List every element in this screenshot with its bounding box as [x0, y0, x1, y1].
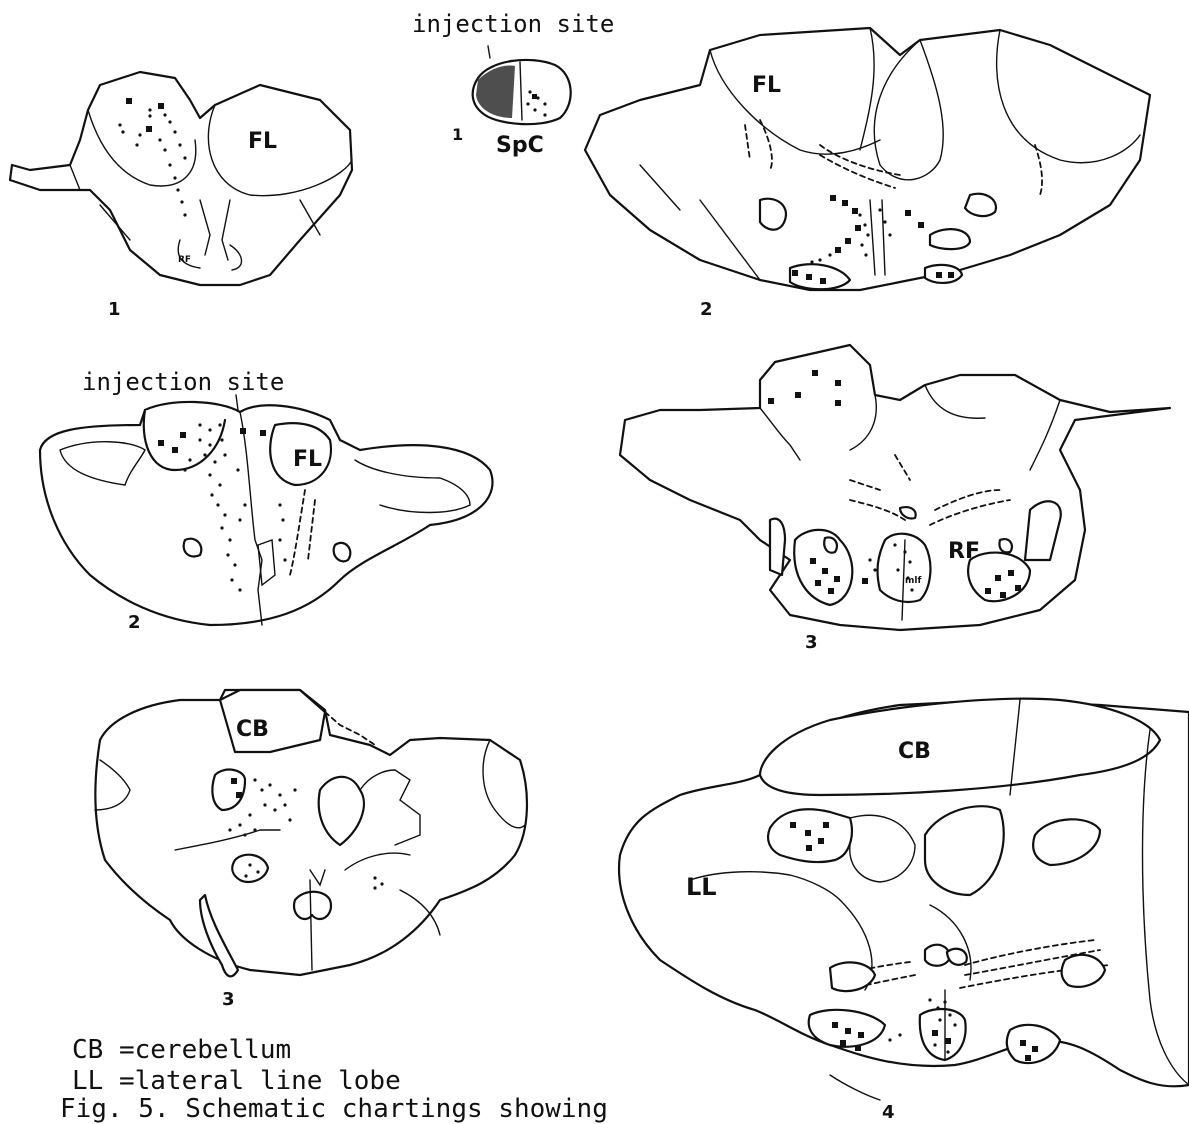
section-number: 4 — [882, 1102, 895, 1122]
region-label-cb: CB — [236, 717, 269, 742]
section-right-3: RF mlf 3 — [620, 345, 1170, 653]
injection-site-label: injection site — [82, 368, 284, 396]
section-number: 2 — [700, 299, 713, 320]
section-left-1: FL RF 1 — [10, 72, 352, 320]
legend-ll: LL =lateral line lobe — [72, 1066, 401, 1096]
region-label-spc: SpC — [496, 133, 544, 158]
section-right-2: FL 2 — [585, 28, 1150, 320]
injection-site-label: injection site — [412, 10, 614, 38]
region-label-fl: FL — [248, 129, 277, 154]
section-left-2: injection site FL 2 — [40, 368, 493, 633]
legend-cb: CB =cerebellum — [72, 1035, 291, 1065]
region-label-rf: RF — [178, 255, 191, 265]
region-label-fl: FL — [752, 73, 781, 98]
section-right-1: injection site 1 SpC — [412, 10, 614, 158]
section-right-4: CB LL 4 — [619, 699, 1189, 1122]
region-label-ll: LL — [686, 873, 717, 901]
figure-caption: Fig. 5. Schematic chartings showing — [60, 1094, 608, 1124]
section-number: 3 — [222, 989, 235, 1010]
section-left-3: CB 3 — [95, 690, 527, 1010]
section-number: 3 — [805, 632, 818, 653]
region-label-mlf: mlf — [905, 576, 921, 586]
section-number: 1 — [108, 299, 121, 320]
region-label-cb: CB — [898, 739, 931, 764]
section-number: 2 — [128, 612, 141, 633]
region-label-fl: FL — [293, 447, 322, 472]
region-label-rf: RF — [948, 539, 980, 564]
section-number: 1 — [452, 125, 463, 144]
